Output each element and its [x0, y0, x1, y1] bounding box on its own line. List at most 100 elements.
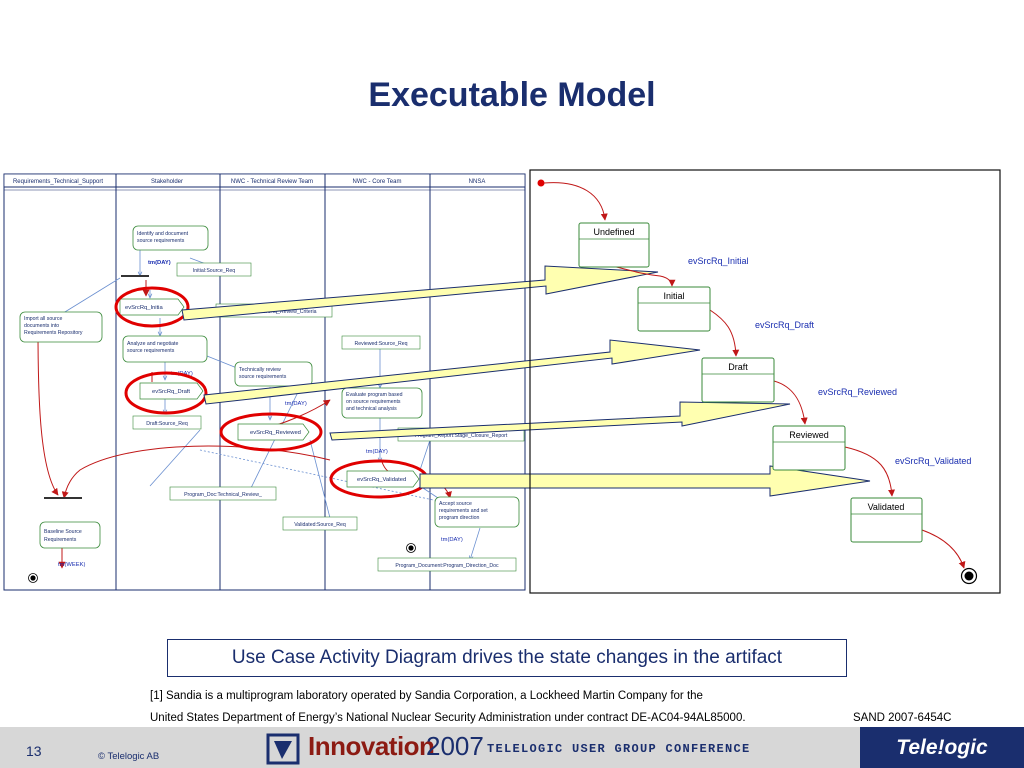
object-text: Program_Doc:Technical_Review_: [184, 492, 262, 498]
timer-label: tm(DAY): [285, 401, 307, 407]
conference-year: 2007: [426, 731, 484, 761]
object-text: Initial:Source_Req: [193, 268, 236, 274]
action-text: program direction: [439, 515, 479, 521]
action-text: Baseline Source: [44, 529, 82, 535]
object-text: Program_Report:Stage_Closure_Report: [415, 433, 508, 439]
state-initial[interactable]: [637, 286, 711, 332]
transition-evsrcrq-initial: [611, 265, 676, 287]
conference-name: Innovation: [308, 731, 435, 761]
transition-evsrcrq-validated: [844, 446, 896, 497]
state-draft[interactable]: [701, 357, 775, 403]
state-final-node: [960, 567, 978, 585]
object-text: Validated:Source_Req: [294, 522, 346, 528]
footer-bar: 13 © Telelogic AB Innovation 2007 TELELO…: [0, 727, 1024, 768]
action-text: on source requirements: [346, 399, 401, 405]
action-accept[interactable]: [434, 496, 520, 528]
object-text: Program_Document:Program_Direction_Doc: [395, 563, 499, 569]
signal-text: evSrcRq_Draft: [152, 389, 190, 395]
join-bar: [44, 497, 82, 499]
action-text: Requirements: [44, 537, 77, 543]
timer-label: tm(DAY): [441, 537, 463, 543]
statechart: Undefined Initial Draft Reviewed Validat…: [529, 169, 1001, 594]
action-text: and technical analysis: [346, 406, 397, 412]
state-undefined[interactable]: [578, 222, 650, 268]
action-text: Import all source: [24, 316, 62, 322]
mapping-arrow-draft: [203, 339, 701, 405]
transition-label: evSrcRq_Initial: [688, 256, 749, 266]
signal-text: evSrcRq_Initia: [125, 305, 163, 311]
action-import[interactable]: [19, 311, 103, 343]
state-label: Validated: [868, 502, 905, 512]
action-identify[interactable]: [132, 225, 209, 251]
object-initial-source-req[interactable]: [176, 262, 252, 277]
page-number: 13: [26, 743, 42, 759]
action-text: source requirements: [239, 374, 287, 380]
object-technical-review-doc[interactable]: [169, 486, 277, 501]
copyright: © Telelogic AB: [98, 751, 160, 762]
diagram-canvas: Requirements_Technical_Support Stakehold…: [3, 169, 1001, 594]
highlight-ellipse-initial: [114, 286, 190, 328]
footnote-line-1: [1] Sandia is a multiprogram laboratory …: [150, 690, 703, 702]
state-label: Draft: [728, 362, 748, 372]
object-draft-source-req[interactable]: [132, 415, 202, 430]
action-text: documents into: [24, 323, 59, 329]
transition-evsrcrq-reviewed: [773, 380, 808, 425]
signal-text: evSrcRq_Validated: [357, 477, 406, 483]
action-baseline[interactable]: [39, 521, 101, 549]
timer-label: tm(DAY): [148, 260, 171, 266]
mapping-arrows: [181, 265, 871, 497]
highlight-ellipse-reviewed: [219, 412, 323, 452]
slide-title: Executable Model: [368, 76, 656, 114]
lane-label-requirements-support: Requirements_Technical_Support: [13, 179, 103, 185]
transition-label: evSrcRq_Reviewed: [818, 387, 897, 397]
signal-send-draft[interactable]: [139, 382, 204, 400]
action-evaluate[interactable]: [341, 387, 423, 419]
activity-diagram: Requirements_Technical_Support Stakehold…: [3, 173, 526, 591]
state-label: Undefined: [593, 227, 634, 237]
signal-text: evSrcRq_Reviewed: [250, 430, 301, 436]
action-text: Accept source: [439, 501, 472, 507]
transition-label: evSrcRq_Validated: [895, 456, 971, 466]
action-text: source requirements: [137, 238, 185, 244]
mapping-arrow-reviewed: [329, 401, 791, 441]
signal-send-initial[interactable]: [119, 298, 185, 316]
object-program-direction-doc[interactable]: [377, 557, 517, 572]
innovation-logo-icon: [266, 733, 300, 765]
transition-initial: [543, 182, 608, 221]
action-technical-review[interactable]: [234, 361, 313, 387]
signal-send-validated[interactable]: [346, 470, 420, 488]
mapping-arrow-validated: [419, 465, 871, 497]
signal-send-reviewed[interactable]: [237, 423, 310, 441]
action-text: Technically review: [239, 367, 281, 373]
fork-bar: [121, 275, 149, 277]
state-label: Reviewed: [789, 430, 829, 440]
state-validated[interactable]: [850, 497, 923, 543]
state-reviewed[interactable]: [772, 425, 846, 471]
action-text: Evaluate program based: [346, 392, 403, 398]
lane-label-stakeholder: Stakeholder: [151, 179, 183, 185]
caption-box: Use Case Activity Diagram drives the sta…: [167, 639, 847, 677]
action-analyze[interactable]: [122, 335, 208, 363]
telelogic-logo: Tele!ogic: [860, 727, 1024, 768]
footnote-line-2: United States Department of Energy’s Nat…: [150, 712, 746, 724]
object-reviewed-source-req[interactable]: [341, 335, 421, 350]
conference-subtitle: TELELOGIC USER GROUP CONFERENCE: [487, 742, 751, 756]
timer-label: tm(DAY): [366, 449, 388, 455]
transition-final: [921, 529, 966, 569]
action-text: Analyze and negotiate: [127, 341, 178, 347]
transition-label: evSrcRq_Draft: [755, 320, 815, 330]
timer-label: tm(WEEK): [58, 562, 85, 568]
action-text: requirements and set: [439, 508, 488, 514]
mapping-arrow-initial: [181, 265, 659, 321]
lane-label-technical-review-team: NWC - Technical Review Team: [231, 179, 313, 185]
action-text: Requirements Repository: [24, 330, 83, 336]
object-text: Draft:Source_Req: [146, 421, 188, 427]
initial-pseudostate: [537, 179, 545, 187]
lane-label-nnsa: NNSA: [469, 179, 486, 185]
action-text: Identify and document: [137, 231, 189, 237]
document-reference: SAND 2007-6454C: [853, 712, 952, 724]
action-text: source requirements: [127, 348, 175, 354]
state-label: Initial: [663, 291, 684, 301]
object-validated-source-req[interactable]: [282, 516, 358, 531]
transition-evsrcrq-draft: [709, 309, 740, 357]
